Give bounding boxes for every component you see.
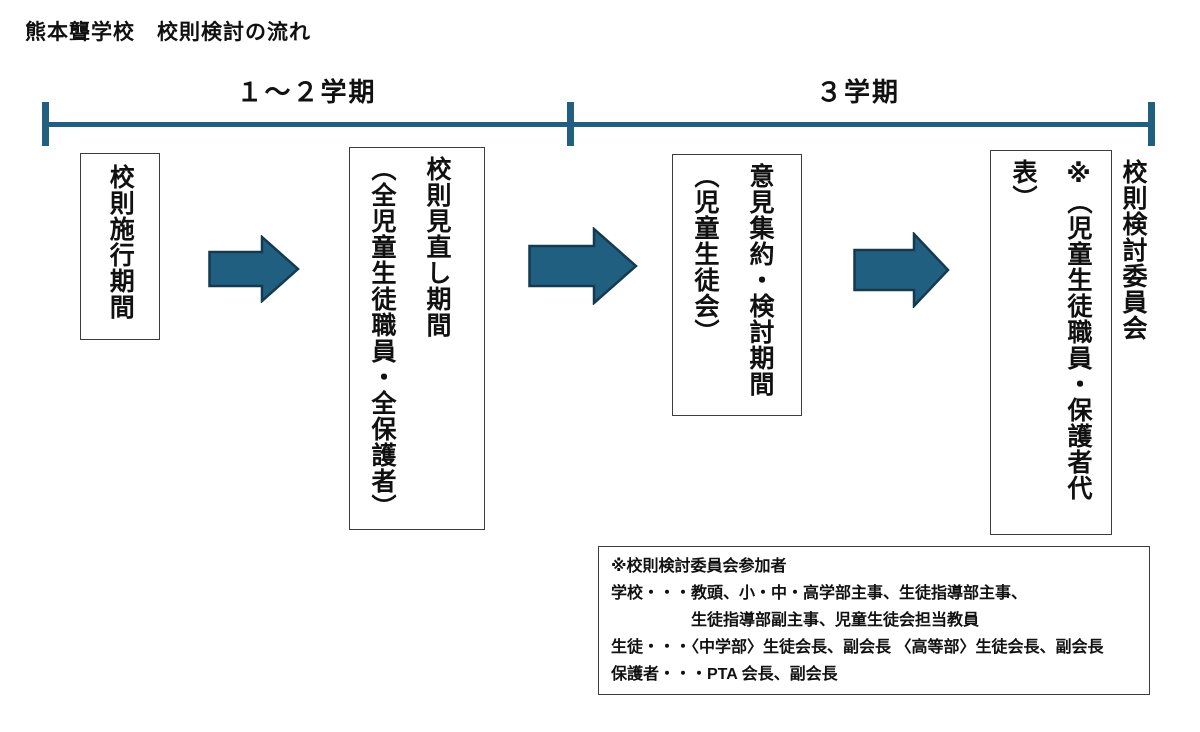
timeline-label-term1-2: １～２学期 <box>236 77 377 107</box>
note-line: 生徒指導部副主事、児童生徒会担当教員 <box>611 612 980 629</box>
stage-box-enforcement-period: 校則施行期間 <box>80 153 160 340</box>
vertical-text: 校則検討委員会 ※（児童生徒職員・保護者代表） <box>991 151 1174 534</box>
committee-participants-note: ※校則検討委員会参加者 学校・・・教頭、小・中・高学部主事、生徒指導部主事、 生… <box>598 546 1150 695</box>
stage-text-column: ※（児童生徒職員・保護者代表） <box>1009 159 1092 501</box>
stage-text-column: 校則見直し期間 <box>423 156 451 338</box>
flow-arrow-2 <box>528 227 638 305</box>
stage-box-review-committee: 校則検討委員会 ※（児童生徒職員・保護者代表） <box>990 150 1147 535</box>
timeline-label-term3: ３学期 <box>815 77 900 107</box>
stage-box-opinion-gathering-period: 意見集約・検討期間 （児童生徒会） <box>672 154 802 416</box>
note-line: 生徒・・・〈中学部〉生徒会長、副会長 〈高等部〉生徒会長、副会長 <box>611 639 1104 656</box>
timeline-line <box>42 122 1155 127</box>
right-arrow-icon <box>208 235 300 303</box>
note-line: 学校・・・教頭、小・中・高学部主事、生徒指導部主事、 <box>611 585 1028 602</box>
note-line: ※校則検討委員会参加者 <box>611 558 787 575</box>
vertical-text: 校則施行期間 <box>104 154 137 339</box>
timeline-tick-middle <box>567 102 574 146</box>
right-arrow-icon <box>853 232 950 308</box>
flow-arrow-3 <box>853 232 950 308</box>
right-arrow-icon <box>528 227 638 305</box>
flow-arrow-1 <box>208 235 300 303</box>
stage-text-column: （全児童生徒職員・全保護者） <box>368 156 396 520</box>
stage-text-column: 校則施行期間 <box>106 164 135 320</box>
timeline-tick-start <box>42 102 49 146</box>
stage-text-column: （児童生徒会） <box>691 163 719 345</box>
page-title: 熊本聾学校 校則検討の流れ <box>25 21 311 44</box>
stage-box-rule-review-period: 校則見直し期間 （全児童生徒職員・全保護者） <box>349 147 485 530</box>
vertical-text: 意見集約・検討期間 （児童生徒会） <box>673 155 801 415</box>
stage-text-column: 意見集約・検討期間 <box>746 163 774 397</box>
stage-text-column: 校則検討委員会 <box>1119 159 1147 341</box>
note-line: 保護者・・・PTA 会長、副会長 <box>611 666 838 683</box>
vertical-text: 校則見直し期間 （全児童生徒職員・全保護者） <box>350 148 478 529</box>
timeline-tick-end <box>1148 102 1155 146</box>
